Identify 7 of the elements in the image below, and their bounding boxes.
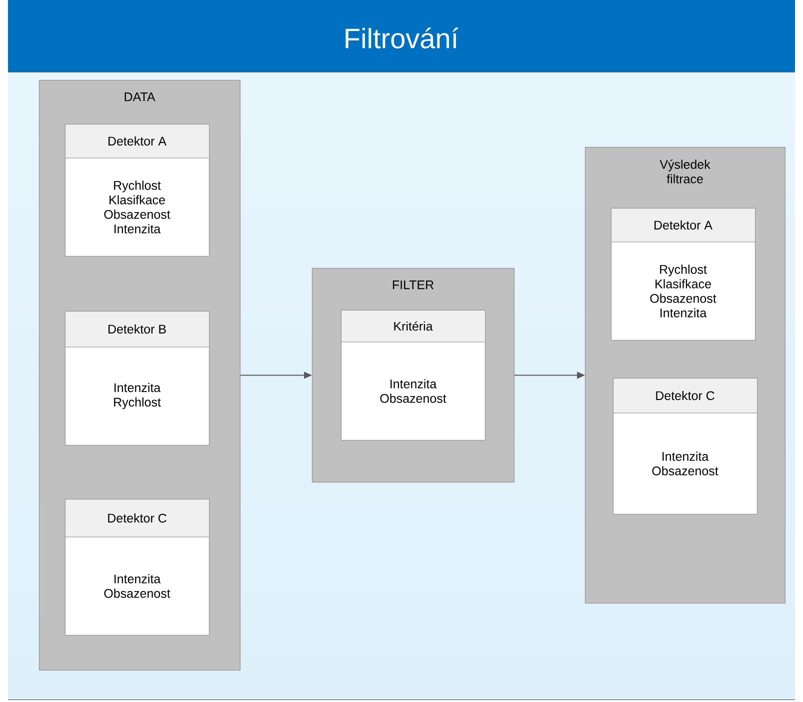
detector-box: Detektor A Rychlost Klasifkace Obsazenost Intenzita bbox=[64, 124, 210, 256]
detector-box: Detektor B Intenzita Rychlost bbox=[64, 311, 210, 446]
detector-box: Kritéria Intenzita Obsazenost bbox=[340, 310, 486, 440]
detector-box: Detektor A Rychlost Klasifkace Obsazenost Intenzita bbox=[610, 208, 756, 340]
detector-box: Detektor C Intenzita Obsazenost bbox=[612, 378, 758, 514]
title-bar: Filtrování bbox=[8, 0, 795, 72]
detector-box: Detektor C Intenzita Obsazenost bbox=[64, 499, 210, 636]
